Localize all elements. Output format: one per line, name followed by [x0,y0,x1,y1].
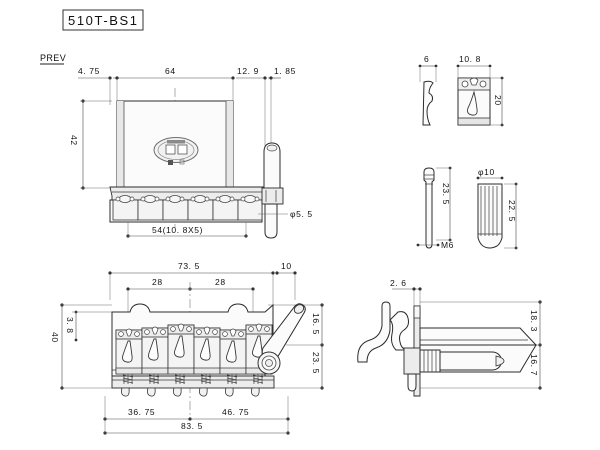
plan-saddle [141,326,169,384]
dim-bushing-22-5: 22. 5 [507,200,517,222]
front-saddle [112,195,139,221]
dim-saddle-height: 20 [490,76,504,127]
ferrule [121,387,130,397]
dim-plan-16-5: 16. 5 [311,313,321,335]
dim-bushing-length: 22. 5 [504,182,518,250]
dim-saddle-10-8: 10. 8 [459,54,481,64]
side-stud-nub [407,373,417,392]
dim-front-64: 64 [165,66,176,76]
dim-stud-23-5: 23. 5 [441,183,451,205]
dim-plan-40: 40 [50,332,60,343]
front-saddle [187,195,214,221]
brand-logo [153,137,199,165]
side-sleeve [403,347,505,375]
dim-plan-46-75: 46. 75 [222,407,249,417]
bushing-detail: φ10 22. 5 [476,167,518,250]
plan-segment-dimensions: 28 28 [126,277,255,312]
front-saddle [137,195,164,221]
front-bottom-dimension: 54(10. 8X5) [126,222,248,238]
dim-saddle-20: 20 [493,95,503,106]
front-elevation: 4. 75 64 12. 9 1. 85 42 [69,66,313,239]
front-height-dimension: 42 [69,99,112,190]
dim-front-54: 54(10. 8X5) [152,225,203,235]
dim-stud-m6: M6 [441,240,454,250]
dim-front-12-9: 12. 9 [237,66,259,76]
ferrule [251,387,260,397]
front-saddle-group [112,195,263,221]
saddle-detail: 6 10. 8 20 [418,54,504,127]
plan-saddle [219,328,247,384]
saddle-side-profile [422,80,434,126]
plan-saddle-group [115,323,273,384]
front-arm-socket [261,142,284,239]
ferrule [225,387,234,397]
plan-bottom-dimensions: 36. 75 46. 75 83. 5 [103,396,290,435]
front-saddle [237,195,263,221]
dim-front-1-85: 1. 85 [274,66,296,76]
ferrule [199,387,208,397]
title-box [62,9,144,31]
plan-saddle [167,323,195,384]
prev-label: PREV [40,53,66,63]
dim-plan-28-left: 28 [152,277,163,287]
dim-side-2-6: 2. 6 [390,278,407,288]
dim-side-16-7: 16. 7 [529,354,539,376]
dim-saddle-side-width: 6 [418,54,438,82]
dim-plan-73-5: 73. 5 [178,261,200,271]
dim-front-42: 42 [69,135,79,146]
dim-plan-28-right: 28 [215,277,226,287]
dim-side-18-3: 18. 3 [529,310,539,332]
front-saddle [212,195,239,221]
dim-front-4-75: 4. 75 [78,66,100,76]
plan-left-dimensions: 40 3. 8 [50,303,120,390]
title-text: 510T-BS1 [68,13,139,28]
dim-plan-83-5: 83. 5 [181,421,203,431]
plan-top-dimensions: 73. 5 10 [108,261,297,305]
dim-stud-length: 23. 5 [436,166,452,242]
dim-phi-5-5: φ5. 5 [290,209,313,219]
dim-plan-3-8: 3. 8 [65,317,75,334]
dim-plan-23-5: 23. 5 [311,352,321,374]
dim-plan-36-75: 36. 75 [128,407,155,417]
tremolo-arm [257,303,306,375]
dim-stud-diameter-group: φ5. 5 [258,209,313,219]
title-block: 510T-BS1 [62,9,144,31]
view-label: PREV [40,53,66,65]
dim-bushing-phi10: φ10 [478,167,495,177]
dim-saddle-6: 6 [424,54,429,64]
dim-stud-thread: M6 [416,240,454,250]
ferrule [147,387,156,397]
dim-saddle-front-width: 10. 8 [456,54,492,78]
stud-detail: 23. 5 M6 [416,166,454,250]
dim-plan-10: 10 [281,261,292,271]
front-saddle [162,195,189,221]
ferrule [173,387,182,397]
plan-view: 73. 5 10 28 28 40 [50,261,324,435]
side-section-view: 2. 6 18. 3 16. 7 [357,278,542,397]
side-claw [389,311,409,351]
dim-bushing-diameter: φ10 [476,167,504,180]
side-hook-arm [357,301,391,363]
saddle-front-profile [457,77,491,126]
